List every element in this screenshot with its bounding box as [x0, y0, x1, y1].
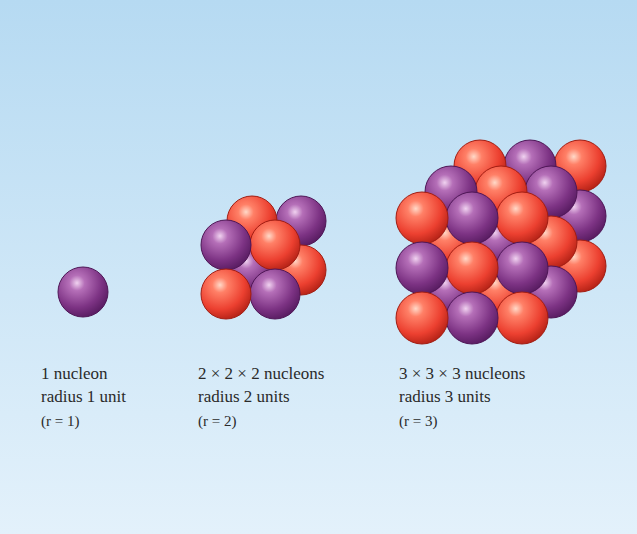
nucleon-sphere: [250, 269, 300, 319]
nucleon-sphere: [396, 292, 448, 344]
nucleon-sphere: [201, 220, 251, 270]
caption-line: (r = 2): [198, 411, 236, 431]
nucleon-sphere: [446, 192, 498, 244]
caption-line: 1 nucleon: [41, 364, 108, 384]
caption-line: radius 3 units: [399, 387, 491, 407]
caption-line: radius 2 units: [198, 387, 290, 407]
nucleon-sphere: [250, 220, 300, 270]
caption-line: radius 1 unit: [41, 387, 126, 407]
nucleon-sphere: [446, 292, 498, 344]
nucleon-sphere: [496, 292, 548, 344]
caption-line: (r = 3): [399, 411, 437, 431]
nucleon-sphere: [201, 269, 251, 319]
caption-line: 2 × 2 × 2 nucleons: [198, 364, 324, 384]
caption-line: 3 × 3 × 3 nucleons: [399, 364, 525, 384]
nucleon-sphere: [496, 192, 548, 244]
nucleon-sphere: [446, 242, 498, 294]
nucleon-sphere: [396, 192, 448, 244]
nucleon-sphere: [396, 242, 448, 294]
nucleon-sphere: [496, 242, 548, 294]
caption-line: (r = 1): [41, 411, 79, 431]
nucleon-sphere: [58, 267, 108, 317]
